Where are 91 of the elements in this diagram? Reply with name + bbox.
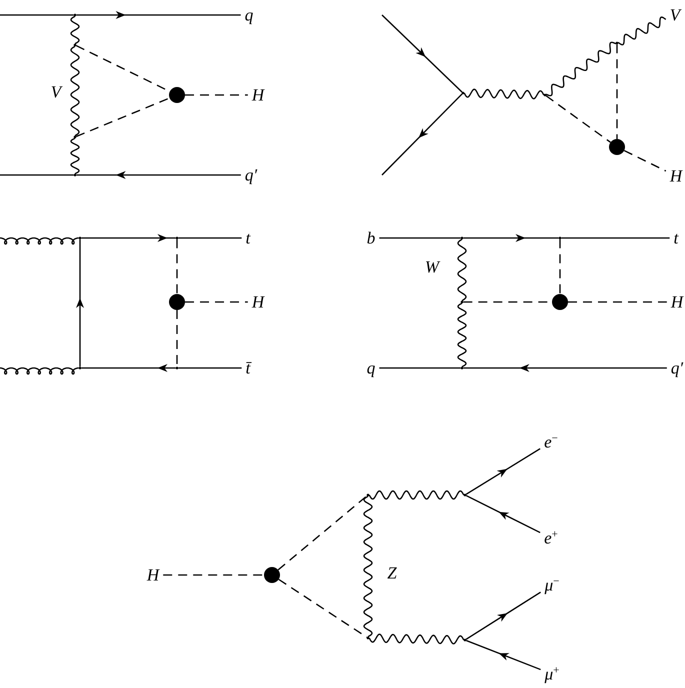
dashed-line	[559, 239, 561, 294]
vertex-dot	[74, 44, 76, 46]
vertex-dot	[544, 94, 546, 96]
dashed-line	[616, 44, 618, 139]
dashed-line	[176, 310, 178, 367]
vertex-dot	[558, 236, 562, 240]
particle-label: H	[248, 292, 268, 312]
particle-label: μ$^{+}$	[540, 664, 564, 684]
particle-label: H	[142, 564, 164, 586]
fermion-line	[81, 364, 176, 372]
wavy-line	[70, 46, 80, 136]
particle-label: q′	[666, 358, 685, 378]
particle-label: H	[666, 166, 685, 186]
vertex-blob	[169, 294, 185, 310]
particle-label: q	[240, 4, 258, 26]
wavy-line	[546, 42, 616, 96]
vertex-dot	[462, 92, 464, 94]
dashed-line	[278, 578, 368, 638]
vertex-blob	[552, 294, 568, 310]
wavy-line	[363, 496, 373, 638]
particle-label: V	[666, 4, 684, 26]
fermion-line	[466, 448, 540, 495]
vertex-blob	[264, 567, 280, 583]
fermion-line	[466, 495, 540, 534]
vertex-dot	[366, 636, 370, 640]
edge-label: V	[50, 82, 64, 102]
vertex-dot	[78, 236, 82, 240]
dashed-line	[624, 150, 666, 172]
particle-label: H	[248, 84, 268, 106]
vertex-dot	[366, 494, 370, 496]
fermion-line	[178, 367, 242, 369]
wavy-line	[368, 634, 464, 644]
fermion-line	[466, 592, 541, 640]
vertex-dot	[464, 638, 466, 642]
fermion-line	[81, 234, 176, 242]
fermion-line	[76, 239, 84, 367]
particle-label: e$^{−}$	[540, 432, 562, 452]
dashed-line	[568, 301, 667, 303]
vertex-blob	[609, 139, 625, 155]
vertex-dot	[460, 236, 464, 240]
wavy-line	[368, 490, 464, 500]
fermion-line	[0, 14, 74, 16]
fermion-line	[0, 174, 74, 176]
particle-label: t	[242, 228, 254, 248]
fermion-line	[561, 237, 670, 239]
fermion-line	[76, 171, 241, 179]
particle-label: t	[670, 228, 682, 248]
particle-label: b	[362, 228, 380, 248]
vertex-blob	[169, 87, 185, 103]
fermion-line	[379, 237, 461, 239]
particle-label: q	[362, 358, 380, 378]
edge-label: W	[424, 256, 442, 278]
wavy-line	[464, 88, 544, 100]
wavy-line	[70, 138, 80, 174]
dashed-line	[278, 495, 368, 570]
fermion-line	[382, 93, 463, 176]
edge-label: Z	[386, 562, 398, 584]
dashed-line	[546, 95, 611, 143]
vertex-dot	[74, 174, 76, 176]
vertex-dot	[78, 366, 82, 370]
curly-line	[0, 367, 79, 375]
dashed-line	[185, 94, 248, 96]
dashed-line	[76, 97, 170, 138]
dashed-line	[176, 239, 178, 294]
vertex-dot	[176, 236, 178, 240]
fermion-line	[463, 234, 559, 242]
vertex-dot	[74, 136, 76, 138]
vertex-dot	[460, 366, 464, 370]
dashed-line	[185, 301, 248, 303]
curly-line	[0, 237, 79, 245]
vertex-dot	[464, 494, 466, 496]
particle-label: t̄	[242, 358, 254, 378]
wavy-line	[618, 16, 666, 46]
particle-label: H	[666, 292, 685, 312]
fermion-line	[466, 640, 541, 670]
fermion-line	[178, 237, 242, 239]
dashed-line	[163, 574, 264, 576]
vertex-dot	[74, 14, 76, 16]
wavy-line	[457, 302, 467, 368]
vertex-dot	[460, 300, 464, 304]
wavy-line	[70, 16, 80, 44]
vertex-dot	[176, 366, 178, 370]
fermion-line	[76, 11, 241, 19]
particle-label: e$^{+}$	[540, 528, 562, 548]
particle-label: μ$^{−}$	[540, 574, 564, 596]
vertex-dot	[616, 42, 618, 44]
particle-label: q′	[240, 164, 262, 186]
fermion-line	[463, 364, 667, 372]
fermion-line	[382, 14, 463, 93]
fermion-line	[379, 367, 461, 369]
wavy-line	[457, 238, 467, 302]
